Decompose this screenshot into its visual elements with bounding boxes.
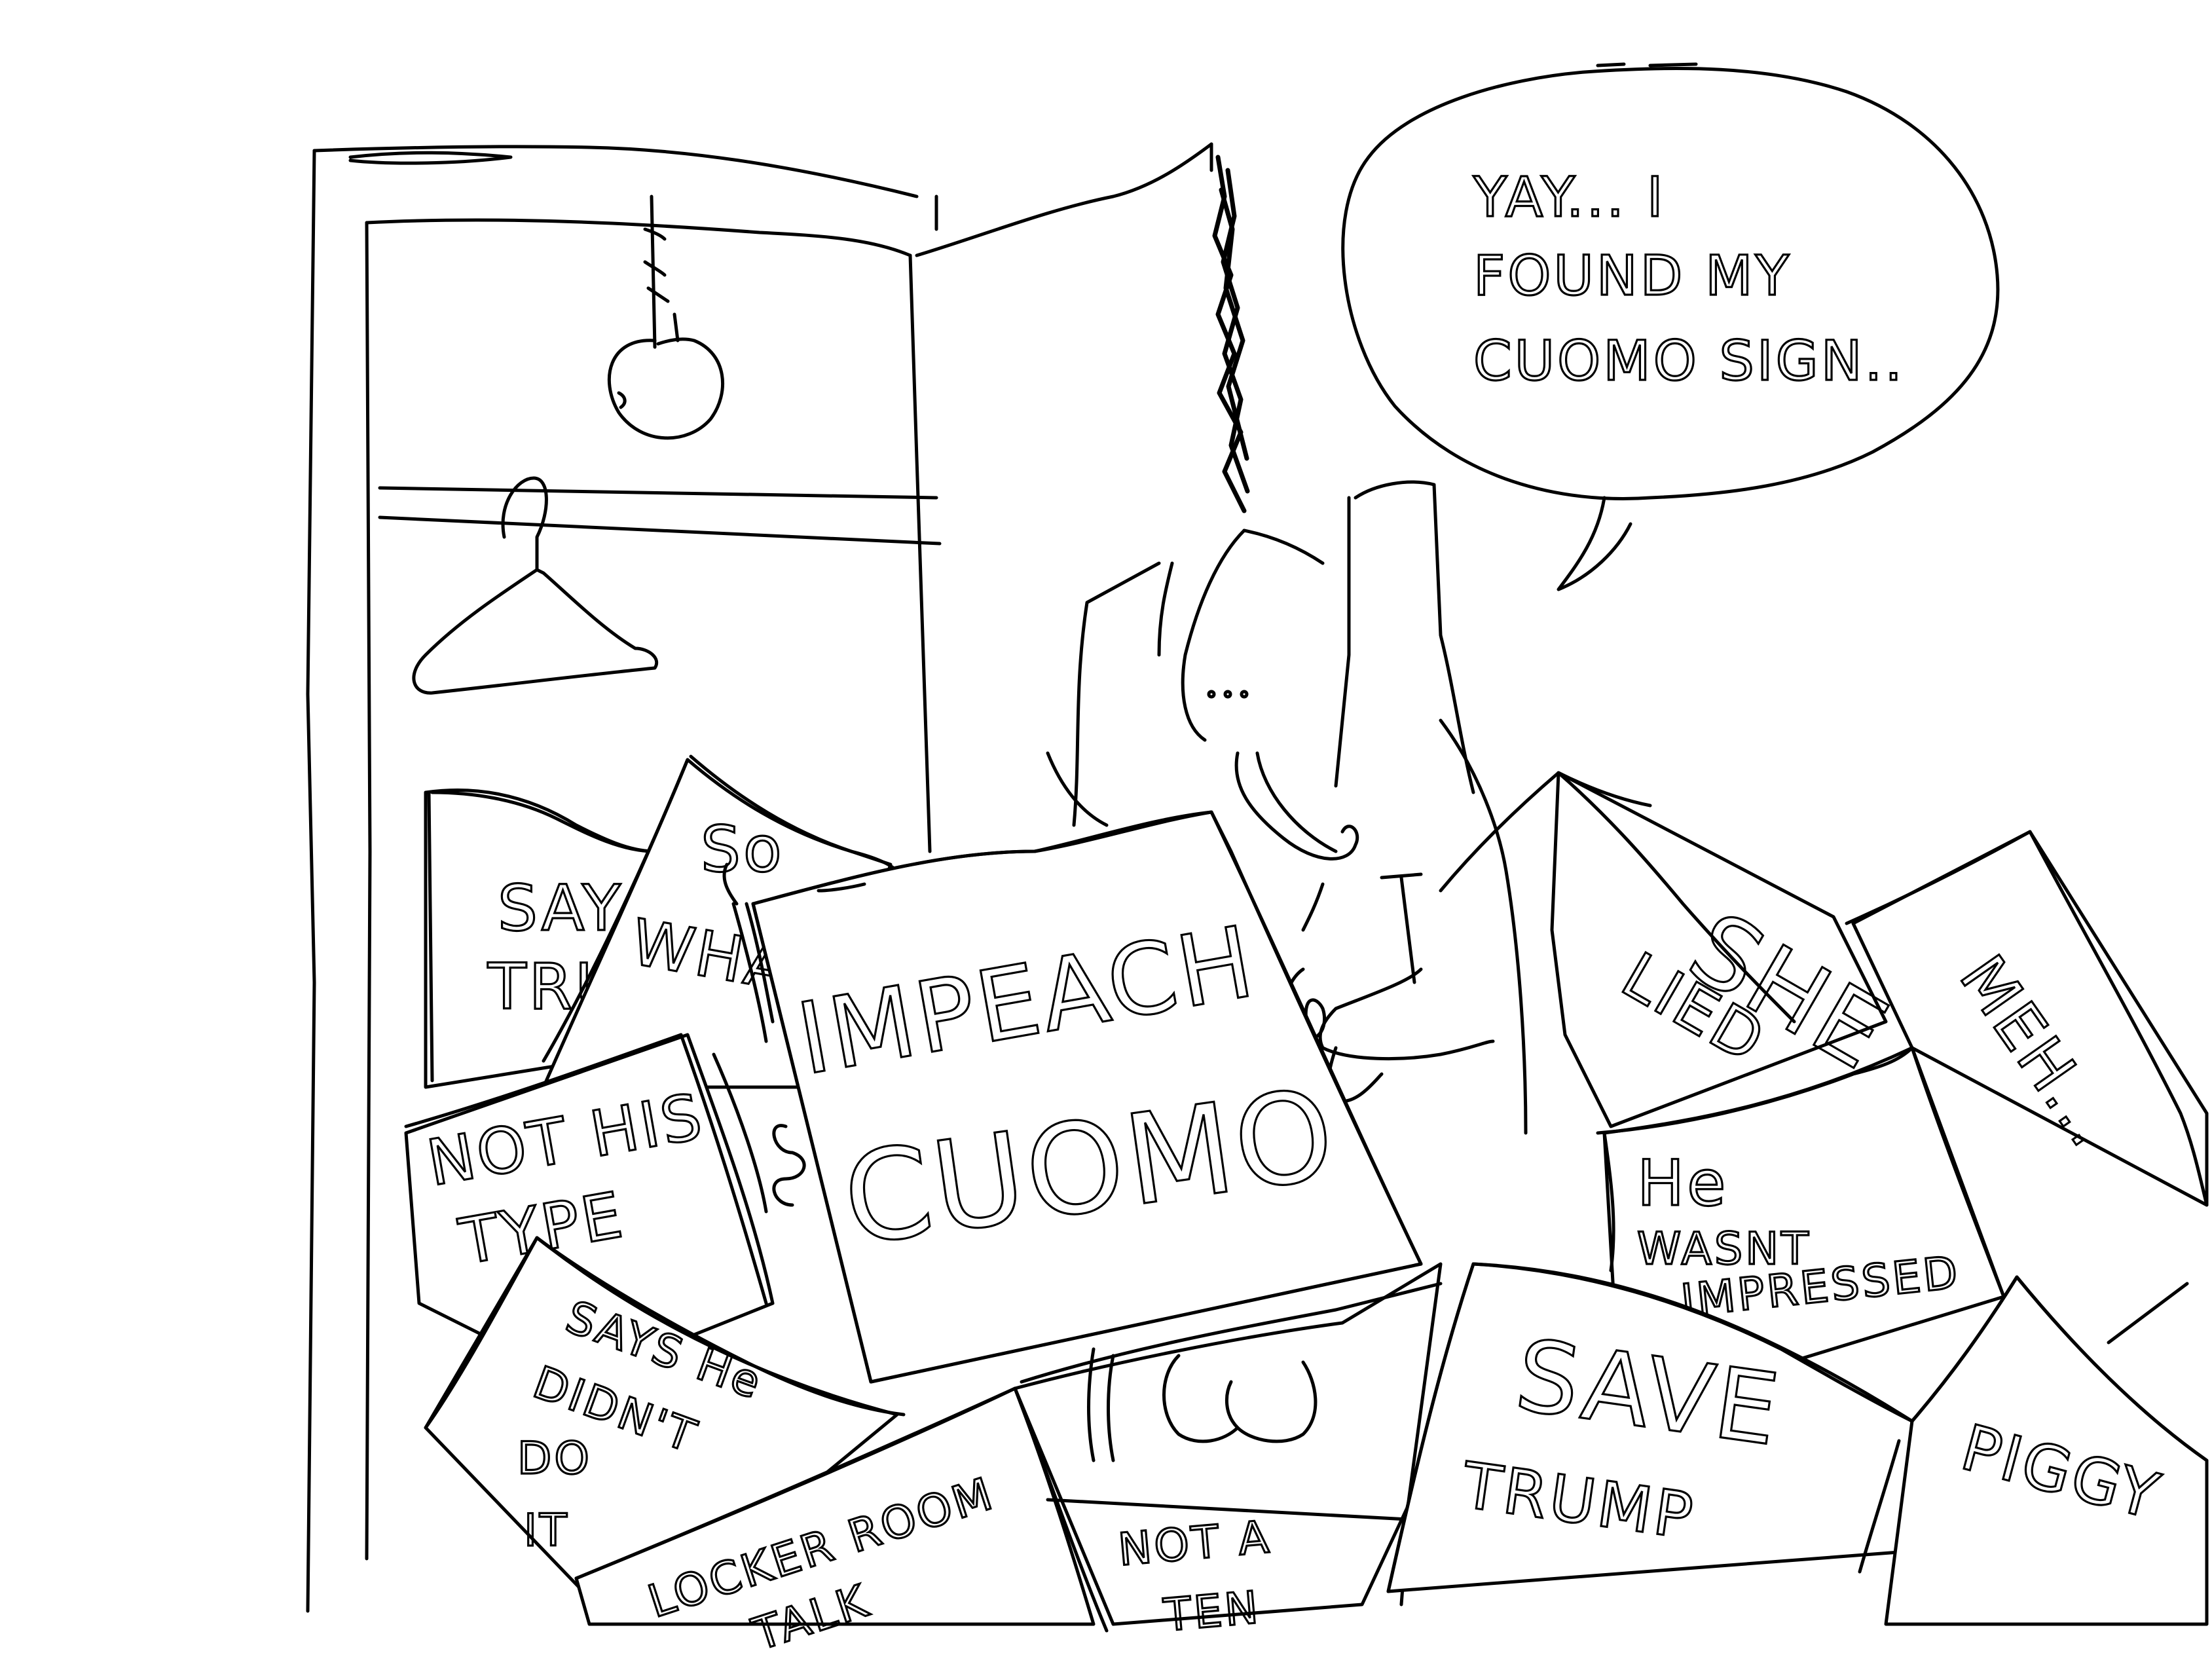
sign-impeach-cuomo: IMPEACH CUOMO (722, 810, 1423, 1384)
speech-bubble: YAY... I FOUND MY CUOMO SIGN.. (1341, 62, 2000, 591)
sign-not-a-ten-line-2: TEN (1162, 1582, 1263, 1642)
hanger-icon (412, 476, 658, 695)
bubble-line-1: YAY... I (1473, 165, 1666, 229)
sign-not-a-ten: NOT A TEN (1013, 1262, 1443, 1643)
sign-he-wasnt-impressed: He WASNT IMPRESSED (1596, 1046, 2006, 1371)
bubble-line-3: CUOMO SIGN.. (1473, 329, 1905, 393)
closet-frame (306, 142, 1213, 1613)
sign-say-tru-line-1: SAY (498, 872, 623, 945)
sign-she-lied: SHE LIED (1439, 771, 1908, 1128)
sign-he-wasnt-line-2: WASNT (1637, 1223, 1811, 1275)
sign-says-he-didnt-do-it: SAYS He DIDN'T DO IT (424, 1236, 906, 1600)
sign-says-line-4: IT (524, 1505, 570, 1557)
sign-not-his-type: NOT HIS TYPE (404, 1033, 775, 1384)
shadow-scribble (1212, 155, 1250, 513)
sign-says-line-3: DO (517, 1433, 592, 1485)
sign-so-what-line-1: So (701, 813, 784, 886)
sign-he-wasnt-line-1: He (1637, 1147, 1728, 1220)
bubble-line-2: FOUND MY (1473, 244, 1792, 308)
sign-save-trump: SAVE TRUMP (1386, 1262, 1914, 1593)
apple-icon (608, 195, 725, 440)
sign-piggy: PIGGY (1884, 1275, 2209, 1626)
